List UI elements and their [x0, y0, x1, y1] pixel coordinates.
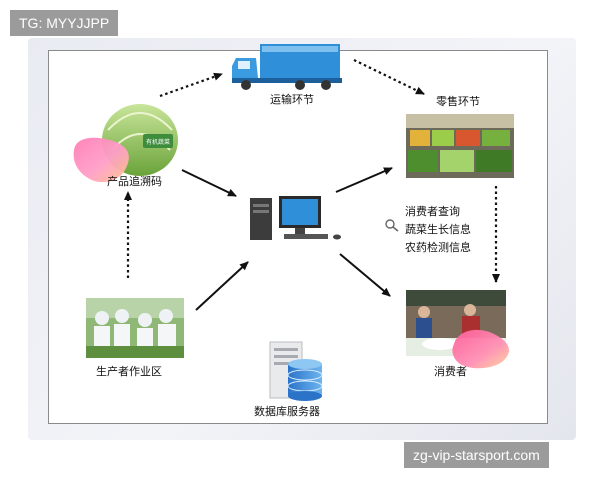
decor-blob-left [73, 137, 129, 183]
arrow-computer-to-retail [335, 167, 393, 193]
label-database: 数据库服务器 [254, 405, 320, 418]
magnifier-icon [385, 219, 399, 232]
label-query-2: 蔬菜生长信息 [405, 223, 471, 236]
arrow-computer-to-consumer [339, 253, 391, 297]
truck-icon [232, 44, 342, 90]
label-consumer: 消费者 [434, 365, 467, 378]
decor-blob-right [452, 329, 509, 369]
arrow-tracecode-to-computer [181, 169, 237, 197]
database-server-icon [269, 341, 323, 401]
computer-icon [250, 196, 341, 240]
label-producer: 生产者作业区 [96, 365, 162, 378]
label-transport: 运输环节 [270, 93, 314, 106]
workers-photo [86, 298, 184, 358]
arrow-truck-to-retail [353, 59, 425, 95]
label-retail: 零售环节 [436, 95, 480, 108]
arrow-producer-to-computer [195, 261, 249, 311]
label-query-3: 农药检测信息 [405, 241, 471, 254]
watermark-bottom: zg-vip-starsport.com [404, 442, 549, 468]
arrow-cabbage-to-truck [159, 72, 223, 98]
cabbage-badge-text: 有机蔬菜 [146, 138, 170, 146]
watermark-top: TG: MYYJJPP [10, 10, 119, 36]
label-query-1: 消费者查询 [405, 205, 460, 218]
label-trace-code: 产品追溯码 [107, 175, 162, 188]
market-photo [406, 114, 514, 178]
